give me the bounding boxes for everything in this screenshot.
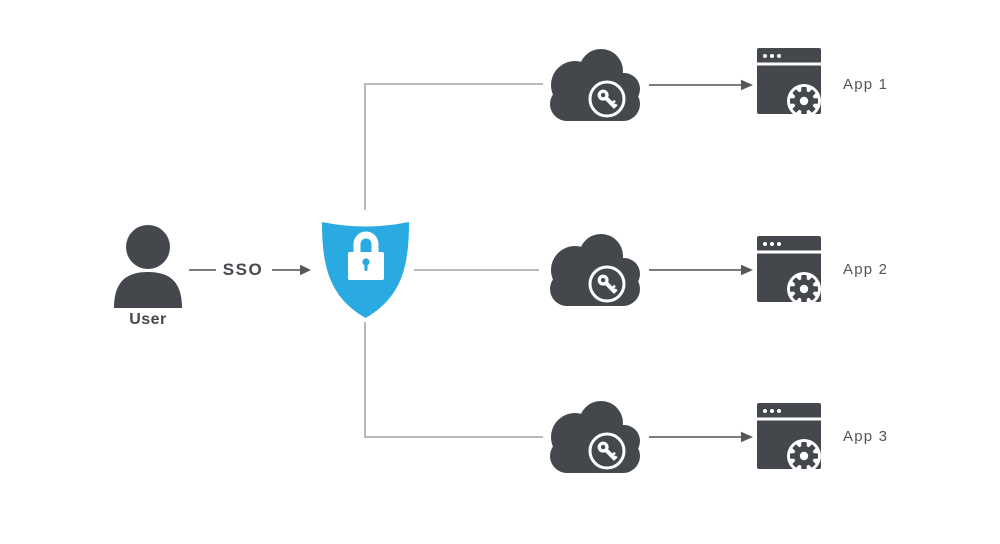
user-label: User bbox=[129, 311, 167, 328]
arrow-cloud-to-app-1 bbox=[649, 79, 753, 91]
app-window-gear-icon bbox=[757, 236, 821, 306]
app-window-gear-icon bbox=[757, 403, 821, 473]
arrow-cloud-to-app-2 bbox=[649, 264, 753, 276]
cloud-key-icon bbox=[545, 399, 645, 475]
app-window-gear-icon bbox=[757, 48, 821, 118]
shield-lock-icon bbox=[318, 214, 413, 327]
app-label-2: App 2 bbox=[843, 261, 889, 278]
app-label-1: App 1 bbox=[843, 76, 889, 93]
arrow-sso-to-shield bbox=[272, 264, 311, 276]
arrow-cloud-to-app-3 bbox=[649, 431, 753, 443]
connector-shield-to-cloud-3 bbox=[364, 322, 543, 438]
connector-shield-to-cloud-1 bbox=[364, 83, 543, 210]
user-icon bbox=[112, 222, 184, 313]
sso-label: SSO bbox=[222, 260, 264, 279]
cloud-key-icon bbox=[545, 47, 645, 123]
cloud-key-icon bbox=[545, 232, 645, 308]
app-label-3: App 3 bbox=[843, 428, 889, 445]
